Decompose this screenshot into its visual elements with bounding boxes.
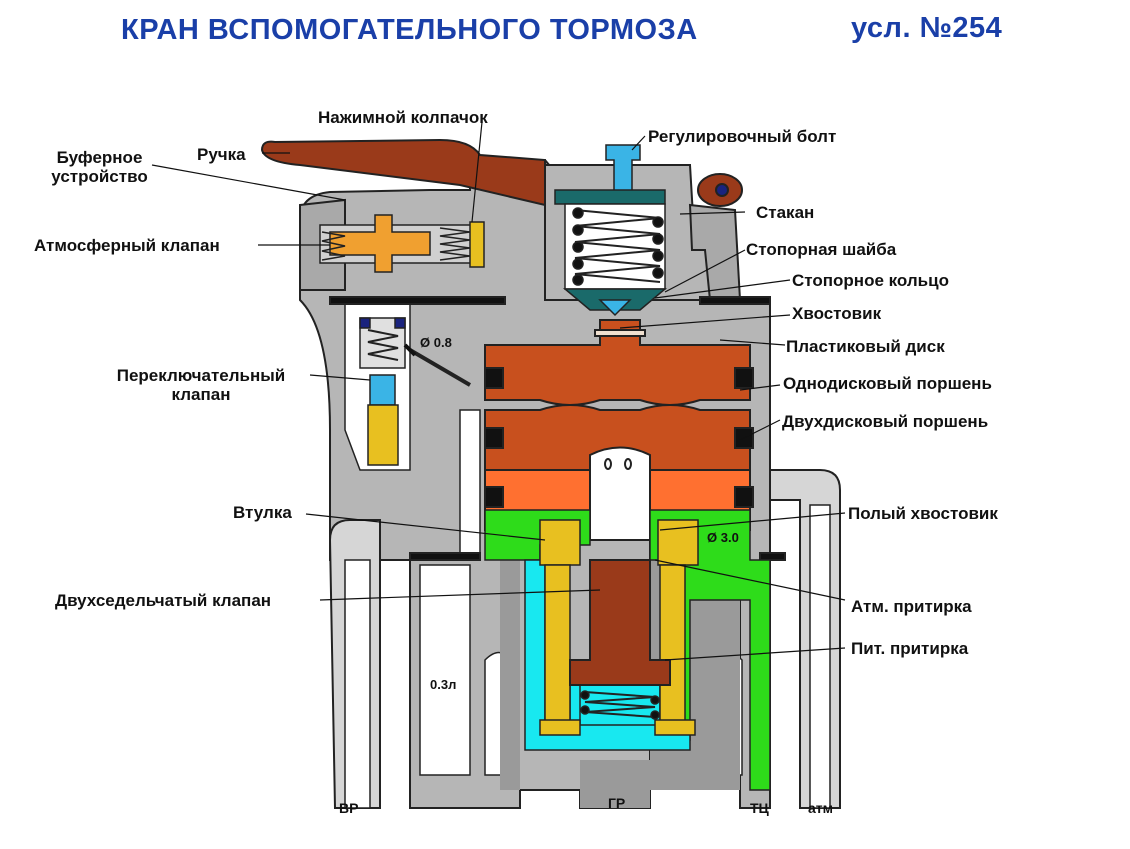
bushings: [539, 519, 699, 736]
diagram-number: усл. №254: [851, 12, 1003, 44]
label-atm-valve: Атмосферный клапан: [34, 236, 220, 255]
label-shank: Хвостовик: [792, 304, 882, 323]
label-buffer-device: Буферное устройство: [51, 148, 148, 186]
port-gr: ГР: [608, 795, 626, 811]
label-bushing: Втулка: [233, 503, 292, 522]
port-tc: ТЦ: [750, 800, 769, 816]
cup-assembly: [554, 144, 668, 317]
label-double-seat-valve: Двухседельчатый клапан: [55, 591, 272, 610]
label-single-disk-piston: Однодисковый поршень: [783, 374, 992, 393]
label-cup: Стакан: [756, 203, 815, 222]
label-lock-washer: Стопорная шайба: [746, 240, 897, 259]
label-handle: Ручка: [197, 145, 246, 164]
label-push-cap: Нажимной колпачок: [318, 108, 488, 127]
port-vr: ВР: [339, 800, 359, 816]
atm-valve: [319, 214, 485, 273]
switch-valve: [359, 317, 472, 466]
handle: [260, 138, 743, 207]
orifice-08-label: Ø 0.8: [420, 335, 452, 350]
label-switch-valve: Переключательный клапан: [116, 366, 286, 404]
volume-label: 0.3л: [430, 677, 457, 692]
label-adjusting-bolt: Регулировочный болт: [648, 127, 837, 146]
label-supply-lapping: Пит. притирка: [851, 639, 969, 658]
label-hollow-shank: Полый хвостовик: [848, 504, 998, 523]
label-double-disk-piston: Двухдисковый поршень: [782, 412, 989, 431]
double-seat-valve-body: [569, 559, 671, 686]
label-atm-lapping: Атм. притирка: [851, 597, 972, 616]
orifice-30-label: Ø 3.0: [707, 530, 739, 545]
diagram-title: КРАН ВСПОМОГАТЕЛЬНОГО ТОРМОЗА: [121, 14, 698, 46]
port-atm: атм: [808, 800, 833, 816]
label-plastic-disk: Пластиковый диск: [786, 337, 945, 356]
leader-lines: [151, 121, 846, 661]
pistons: [484, 319, 754, 541]
label-lock-ring: Стопорное кольцо: [792, 271, 949, 290]
